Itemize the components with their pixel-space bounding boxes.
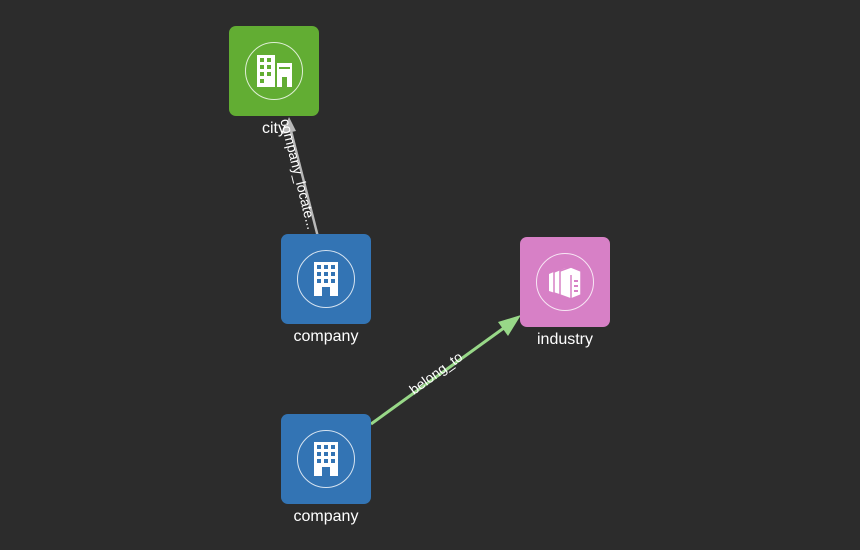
node-label-company-bottom: company [293, 508, 359, 525]
node-label-company-top: company [293, 328, 359, 345]
edge-company-located-city[interactable] [287, 122, 320, 238]
node-label-industry: industry [536, 331, 594, 348]
node-company-bottom[interactable] [281, 414, 371, 504]
office-building-icon [314, 262, 338, 296]
node-label-city: city [262, 120, 286, 137]
industry-boxes-icon [549, 265, 582, 300]
node-industry[interactable] [520, 237, 610, 327]
edge-arrowhead [282, 117, 296, 134]
node-city[interactable] [229, 26, 319, 116]
node-ring [297, 250, 355, 308]
node-ring [297, 430, 355, 488]
city-buildings-icon [257, 55, 292, 87]
node-ring [245, 42, 303, 100]
edge-company-belong-to-industry[interactable] [370, 323, 509, 426]
office-building-icon [314, 442, 338, 476]
edge-arrowhead [498, 315, 521, 336]
node-ring [536, 253, 594, 311]
node-company-top[interactable] [281, 234, 371, 324]
